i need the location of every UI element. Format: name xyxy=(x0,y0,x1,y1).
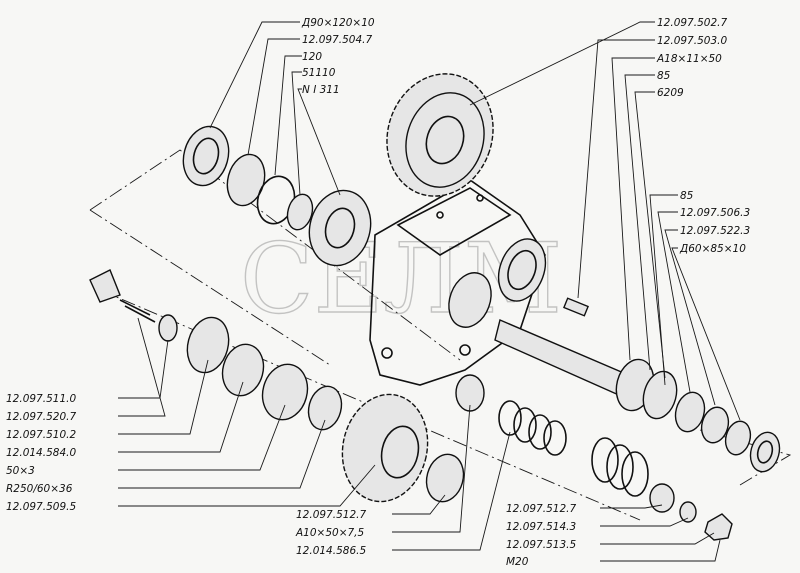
label-key-a18: A18×11×50 xyxy=(656,53,722,65)
label-51110: 51110 xyxy=(302,67,336,79)
label-ni311: N I 311 xyxy=(302,84,340,96)
label-85-top: 85 xyxy=(657,70,671,82)
label-513-5: 12.097.513.5 xyxy=(506,539,576,551)
top-left-bearing-stack xyxy=(182,125,372,267)
label-r250: R250/60×36 xyxy=(6,483,73,495)
label-m20: M20 xyxy=(506,556,529,568)
top-bevel-gear xyxy=(386,73,494,197)
label-6209: 6209 xyxy=(657,87,684,99)
gearbox-housing xyxy=(369,179,547,386)
labels-bottom-center: 12.097.512.7 A10×50×7,5 12.014.586.5 xyxy=(295,509,366,557)
springs xyxy=(455,374,733,541)
label-key-a10: A10×50×7,5 xyxy=(295,527,365,539)
label-seal-d60: Д60×85×10 xyxy=(679,243,746,255)
labels-mid-right: 85 12.097.506.3 12.097.522.3 Д60×85×10 xyxy=(679,190,750,255)
label-50x3: 50×3 xyxy=(6,465,35,477)
label-504-7: 12.097.504.7 xyxy=(302,34,372,46)
label-522-3: 12.097.522.3 xyxy=(680,225,750,237)
labels-bottom-right: 12.097.512.7 12.097.514.3 12.097.513.5 M… xyxy=(506,503,576,568)
label-509-5: 12.097.509.5 xyxy=(6,501,76,513)
label-584-0: 12.014.584.0 xyxy=(6,447,76,459)
right-bearing-stack xyxy=(615,358,781,473)
labels-left: 12.097.511.0 12.097.520.7 12.097.510.2 1… xyxy=(6,393,76,513)
label-503-0: 12.097.503.0 xyxy=(657,35,727,47)
label-514-3: 12.097.514.3 xyxy=(506,521,576,533)
label-520-7: 12.097.520.7 xyxy=(6,411,76,423)
labels-top-right: 12.097.502.7 12.097.503.0 A18×11×50 85 6… xyxy=(656,17,727,99)
label-120: 120 xyxy=(302,51,322,63)
leader-lines xyxy=(118,21,741,562)
left-shaft-parts xyxy=(89,269,343,431)
labels-top-left: Д90×120×10 12.097.504.7 120 51110 N I 31… xyxy=(301,17,375,96)
lower-sprocket xyxy=(341,393,465,503)
label-502-7: 12.097.502.7 xyxy=(657,17,727,29)
label-506-3: 12.097.506.3 xyxy=(680,207,750,219)
label-510-2: 12.097.510.2 xyxy=(6,429,76,441)
label-512-7-right: 12.097.512.7 xyxy=(506,503,576,515)
label-586-5: 12.014.586.5 xyxy=(296,545,366,557)
label-511-0: 12.097.511.0 xyxy=(6,393,76,405)
label-85-mid: 85 xyxy=(680,190,694,202)
label-512-7-center: 12.097.512.7 xyxy=(296,509,366,521)
label-seal-d90: Д90×120×10 xyxy=(301,17,375,29)
